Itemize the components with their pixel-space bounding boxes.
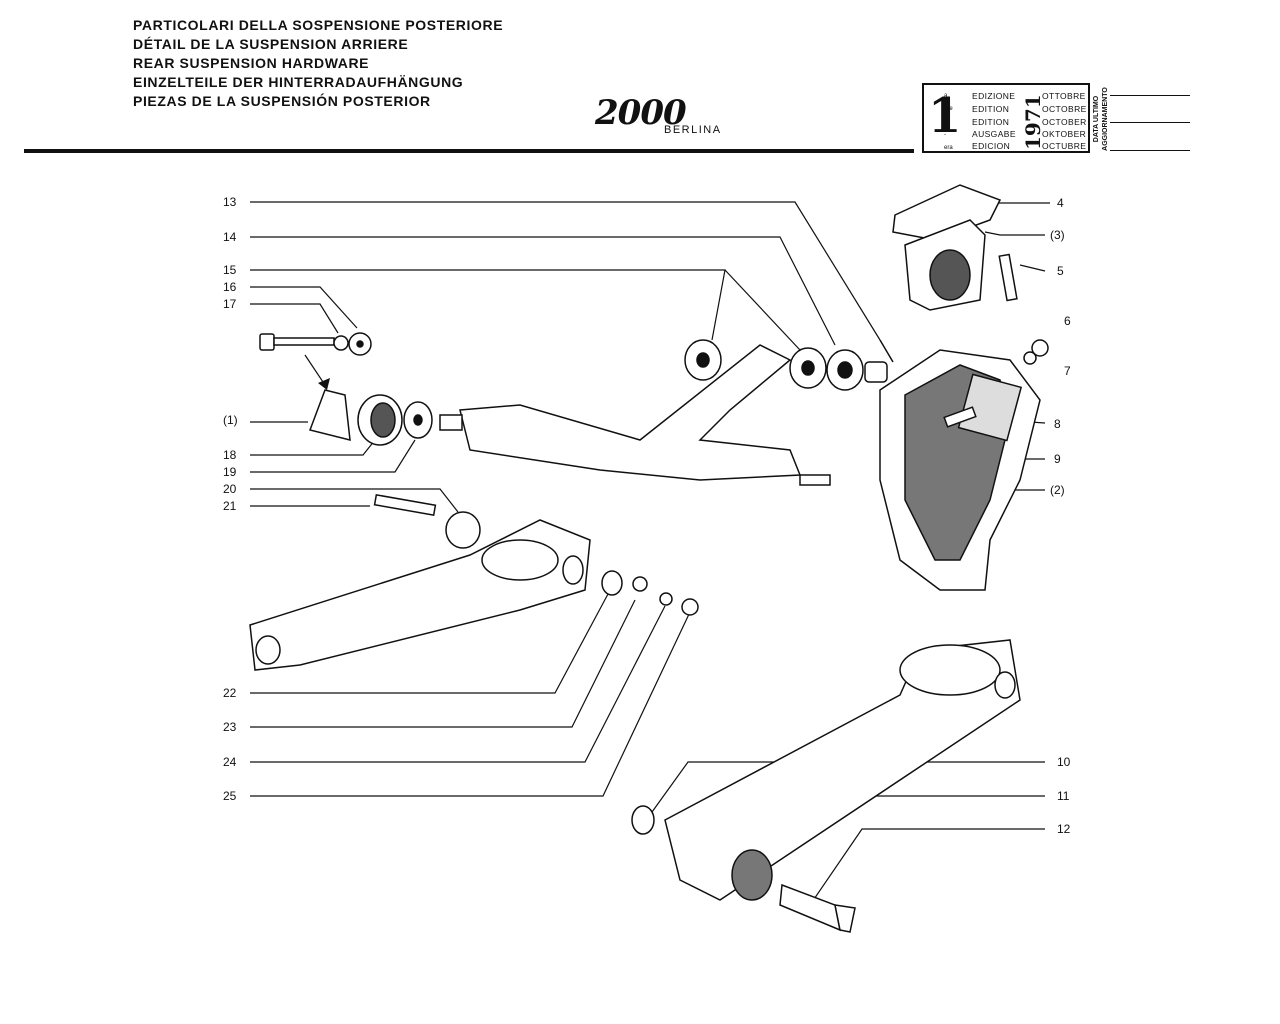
nut-6 bbox=[1031, 339, 1049, 357]
edition-word: AUSGABE bbox=[972, 129, 1016, 139]
leader-5 bbox=[1019, 264, 1046, 272]
title-spanish: PIEZAS DE LA SUSPENSIÓN POSTERIOR bbox=[133, 93, 431, 109]
callout-3: (3) bbox=[1050, 228, 1065, 242]
control-arm-y bbox=[459, 344, 802, 481]
callout-4: 4 bbox=[1057, 196, 1064, 210]
edition-suffix: - bbox=[944, 132, 946, 138]
callout-14: 14 bbox=[223, 230, 237, 244]
edition-month: OKTOBER bbox=[1042, 129, 1087, 139]
edition-suffix: era bbox=[944, 145, 953, 151]
leader-17 bbox=[250, 303, 339, 334]
nut-22 bbox=[601, 570, 623, 596]
leader-22 bbox=[250, 593, 609, 694]
callout-12: 12 bbox=[1057, 822, 1071, 836]
bolt-5 bbox=[998, 253, 1018, 302]
callout-8: 8 bbox=[1054, 417, 1061, 431]
callout-15: 15 bbox=[223, 263, 237, 277]
edition-suffix: a bbox=[944, 93, 948, 99]
callout-25: 25 bbox=[223, 789, 237, 803]
edition-suffix: st bbox=[944, 119, 949, 125]
leader-23 bbox=[250, 599, 636, 728]
washer-7 bbox=[1023, 351, 1037, 365]
leader-12 bbox=[809, 828, 1045, 906]
bush-20 bbox=[445, 511, 481, 549]
edition-word: EDICION bbox=[972, 141, 1011, 151]
callout-23: 23 bbox=[223, 720, 237, 734]
callout-18: 18 bbox=[223, 448, 237, 462]
callout-9: 9 bbox=[1054, 452, 1061, 466]
edition-month: OCTOBER bbox=[1042, 117, 1087, 127]
update-line bbox=[1110, 150, 1190, 151]
leader-20 bbox=[250, 488, 459, 513]
bracket-4 bbox=[892, 184, 1002, 241]
callout-1: (1) bbox=[223, 413, 238, 427]
edition-number: 1 bbox=[928, 88, 962, 144]
update-line bbox=[1110, 122, 1190, 123]
bolt-21 bbox=[373, 493, 437, 517]
callout-2: (2) bbox=[1050, 483, 1065, 497]
edition-month: OCTOBRE bbox=[1042, 104, 1087, 114]
header-rule bbox=[24, 149, 914, 153]
callout-5: 5 bbox=[1057, 264, 1064, 278]
edition-month: OCTUBRE bbox=[1042, 141, 1087, 151]
plate-8 bbox=[957, 373, 1023, 442]
title-english: REAR SUSPENSION HARDWARE bbox=[133, 55, 370, 71]
title-block: PARTICOLARI DELLA SOSPENSIONE POSTERIORE… bbox=[133, 16, 503, 111]
callout-10: 10 bbox=[1057, 755, 1071, 769]
callout-24: 24 bbox=[223, 755, 237, 769]
title-german: EINZELTEILE DER HINTERRADAUFHÄNGUNG bbox=[133, 74, 464, 90]
assembly-arrow bbox=[304, 354, 326, 386]
callout-11: 11 bbox=[1057, 789, 1070, 803]
callout-13: 13 bbox=[223, 195, 237, 209]
castle-nut-13 bbox=[864, 361, 888, 383]
model-name: BERLINA bbox=[664, 124, 722, 136]
leader-14 bbox=[250, 236, 836, 346]
nut-25 bbox=[681, 598, 699, 616]
washer-17 bbox=[333, 335, 349, 351]
leader-3 bbox=[984, 231, 1045, 236]
leader-25 bbox=[250, 611, 691, 797]
leader-13 bbox=[250, 201, 881, 341]
callout-19: 19 bbox=[223, 465, 237, 479]
edition-suffix: ere bbox=[944, 106, 953, 112]
leader-16 bbox=[250, 286, 358, 329]
bolt-17 bbox=[259, 333, 335, 351]
callout-21: 21 bbox=[223, 499, 237, 513]
callout-16: 16 bbox=[223, 280, 237, 294]
callout-22: 22 bbox=[223, 686, 237, 700]
bushing-11 bbox=[731, 849, 773, 901]
arrowhead bbox=[318, 378, 330, 390]
title-french: DÉTAIL DE LA SUSPENSION ARRIERE bbox=[133, 36, 409, 52]
callout-17: 17 bbox=[223, 297, 237, 311]
washer-24 bbox=[659, 592, 673, 606]
callout-7: 7 bbox=[1064, 364, 1071, 378]
leader-24 bbox=[250, 605, 666, 763]
callout-20: 20 bbox=[223, 482, 237, 496]
leader-15b bbox=[724, 269, 801, 351]
leader-19 bbox=[250, 439, 416, 473]
update-line bbox=[1110, 95, 1190, 96]
edition-word: EDITION bbox=[972, 104, 1010, 114]
edition-month: OTTOBRE bbox=[1042, 91, 1086, 101]
washer-23 bbox=[632, 576, 648, 592]
edition-box bbox=[922, 83, 1090, 153]
bolt-12 bbox=[779, 883, 842, 932]
nut-10 bbox=[631, 805, 655, 835]
bolt-9 bbox=[943, 406, 977, 428]
mounting-plate-1 bbox=[309, 389, 351, 441]
model-logo: 2000 bbox=[595, 93, 687, 133]
callout-6: 6 bbox=[1064, 314, 1071, 328]
title-italian: PARTICOLARI DELLA SOSPENSIONE POSTERIORE bbox=[133, 17, 504, 33]
edition-word: EDIZIONE bbox=[972, 91, 1016, 101]
edition-word: EDITION bbox=[972, 117, 1010, 127]
leader-18 bbox=[250, 439, 376, 456]
